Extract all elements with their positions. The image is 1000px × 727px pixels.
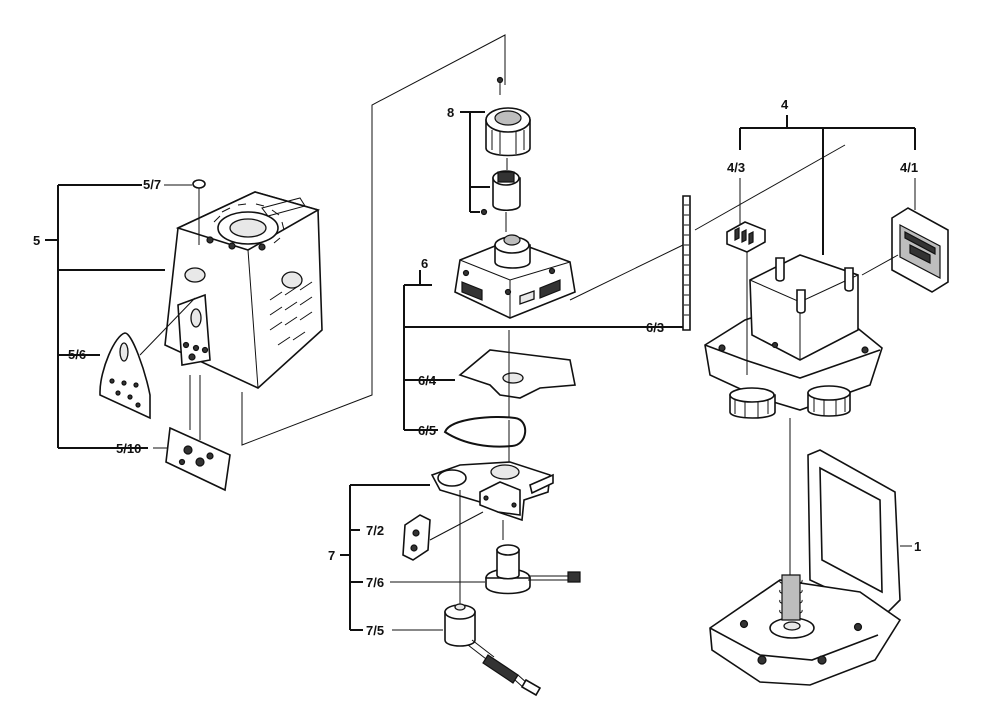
label-part-4-1: 4/1: [900, 160, 918, 175]
label-part-7-6: 7/6: [366, 575, 384, 590]
motor-7-6: [390, 544, 581, 595]
label-part-5: 5: [33, 233, 40, 248]
plate-6-4: [458, 330, 576, 418]
label-part-6: 6: [421, 256, 428, 271]
label-part-4: 4: [781, 97, 789, 112]
group-7-bracket: [340, 484, 430, 631]
housing-cover-5: [164, 191, 323, 389]
assembly-line-housing: [241, 34, 506, 446]
base-plate-6: [454, 234, 576, 319]
label-part-5-7: 5/7: [143, 177, 161, 192]
label-part-6-5: 6/5: [418, 423, 436, 438]
part-labels: 1 4 4/1 4/3 5 5/6 5/7 5/10 6 6/3 6/4 6/5…: [33, 97, 921, 638]
group-8-bracket: [460, 111, 490, 213]
strip-6-3: [569, 144, 846, 331]
circuit-board-5-10: [165, 375, 231, 492]
label-part-7: 7: [328, 548, 335, 563]
cap-5-7: [192, 179, 206, 245]
label-part-1: 1: [914, 539, 921, 554]
label-part-5-6: 5/6: [68, 347, 86, 362]
motor-bracket-7: [430, 461, 554, 605]
reflector-4-1: [861, 178, 949, 293]
label-part-8: 8: [447, 105, 454, 120]
motor-7-5: [392, 603, 542, 697]
clip-7-2: [402, 511, 484, 561]
knob-8: [480, 76, 531, 232]
label-part-6-3: 6/3: [646, 320, 664, 335]
stand-1: [709, 449, 912, 686]
module-4-3: [726, 178, 766, 375]
pendulum-unit-4: [704, 254, 883, 575]
label-part-4-3: 4/3: [727, 160, 745, 175]
belt-6-5: [443, 415, 527, 468]
group-4-bracket: [739, 115, 916, 255]
label-part-5-10: 5/10: [116, 441, 141, 456]
label-part-6-4: 6/4: [418, 373, 437, 388]
label-part-7-2: 7/2: [366, 523, 384, 538]
label-plate-5-6: [99, 297, 196, 420]
label-part-7-5: 7/5: [366, 623, 384, 638]
